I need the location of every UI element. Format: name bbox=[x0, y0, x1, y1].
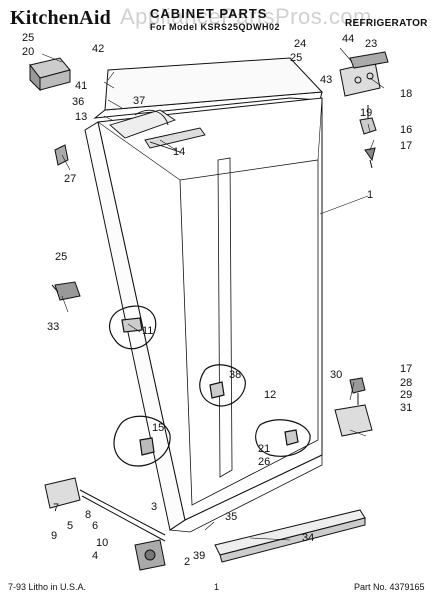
callout-36[interactable]: 36 bbox=[72, 96, 85, 108]
callout-43[interactable]: 43 bbox=[320, 74, 333, 86]
callout-30[interactable]: 30 bbox=[330, 369, 343, 381]
callout-18[interactable]: 18 bbox=[400, 88, 413, 100]
top-components bbox=[109, 109, 206, 153]
callout-19[interactable]: 19 bbox=[360, 107, 373, 119]
callout-21[interactable]: 21 bbox=[258, 443, 271, 455]
diagram-title: CABINET PARTS bbox=[150, 6, 268, 21]
callout-41[interactable]: 41 bbox=[75, 80, 88, 92]
model-number: For Model KSRS25QDWH02 bbox=[150, 22, 281, 32]
callout-25c[interactable]: 25 bbox=[55, 251, 68, 263]
callout-23[interactable]: 23 bbox=[365, 38, 378, 50]
toe-grille-rail-34 bbox=[214, 509, 366, 563]
callout-33[interactable]: 33 bbox=[47, 321, 60, 333]
callout-7[interactable]: 7 bbox=[53, 502, 60, 514]
cabinet-body bbox=[84, 57, 324, 533]
callout-31[interactable]: 31 bbox=[400, 402, 413, 414]
callout-17b[interactable]: 17 bbox=[400, 363, 413, 375]
wire-harness-38 bbox=[199, 364, 246, 407]
callout-37[interactable]: 37 bbox=[133, 95, 146, 107]
callout-6[interactable]: 6 bbox=[92, 520, 99, 532]
callout-12[interactable]: 12 bbox=[264, 389, 277, 401]
callout-29[interactable]: 29 bbox=[400, 389, 413, 401]
leader-lines bbox=[41, 47, 385, 541]
brand-logo: KitchenAid bbox=[10, 7, 111, 29]
leveling-bracket-29 bbox=[334, 377, 373, 437]
callout-14[interactable]: 14 bbox=[173, 146, 186, 158]
watermark: AppliancePartsPros.com bbox=[120, 4, 372, 29]
callout-35[interactable]: 35 bbox=[225, 511, 238, 523]
callout-34[interactable]: 34 bbox=[302, 532, 315, 544]
callout-11[interactable]: 11 bbox=[142, 325, 154, 337]
litho-note: 7-93 Litho in U.S.A. bbox=[8, 582, 87, 592]
page-number: 1 bbox=[214, 582, 220, 592]
part-number: Part No. 4379165 bbox=[354, 582, 425, 592]
wire-harness-26 bbox=[255, 419, 311, 457]
callout-13[interactable]: 13 bbox=[75, 111, 88, 123]
callout-24[interactable]: 24 bbox=[294, 38, 307, 50]
right-hardware bbox=[359, 105, 377, 169]
callout-8[interactable]: 8 bbox=[85, 509, 92, 521]
callout-42[interactable]: 42 bbox=[92, 43, 105, 55]
callout-15[interactable]: 15 bbox=[152, 422, 165, 434]
callout-16[interactable]: 16 bbox=[400, 124, 413, 136]
callout-4[interactable]: 4 bbox=[92, 550, 99, 562]
callout-25[interactable]: 25 bbox=[22, 32, 35, 44]
callout-5[interactable]: 5 bbox=[67, 520, 74, 532]
callout-20[interactable]: 20 bbox=[22, 46, 35, 58]
callout-26[interactable]: 26 bbox=[258, 456, 271, 468]
hinge-bracket-18 bbox=[339, 51, 389, 97]
callout-1[interactable]: 1 bbox=[367, 189, 374, 201]
callout-44[interactable]: 44 bbox=[342, 33, 355, 45]
wire-harness-15 bbox=[113, 415, 171, 467]
callout-3[interactable]: 3 bbox=[151, 501, 158, 513]
callout-28[interactable]: 28 bbox=[400, 377, 413, 389]
callout-9[interactable]: 9 bbox=[51, 530, 58, 542]
category-label: REFRIGERATOR bbox=[345, 18, 428, 29]
control-module-20 bbox=[29, 57, 71, 92]
callout-27[interactable]: 27 bbox=[64, 173, 77, 185]
callout-17[interactable]: 17 bbox=[400, 140, 413, 152]
roller-assembly bbox=[44, 477, 166, 571]
wire-harness-11 bbox=[108, 305, 157, 350]
callout-38[interactable]: 38 bbox=[229, 369, 242, 381]
callout-10[interactable]: 10 bbox=[96, 537, 109, 549]
callout-25b[interactable]: 25 bbox=[290, 52, 303, 64]
left-hardware bbox=[51, 144, 81, 301]
callout-39[interactable]: 39 bbox=[193, 550, 206, 562]
callout-2[interactable]: 2 bbox=[184, 556, 191, 568]
